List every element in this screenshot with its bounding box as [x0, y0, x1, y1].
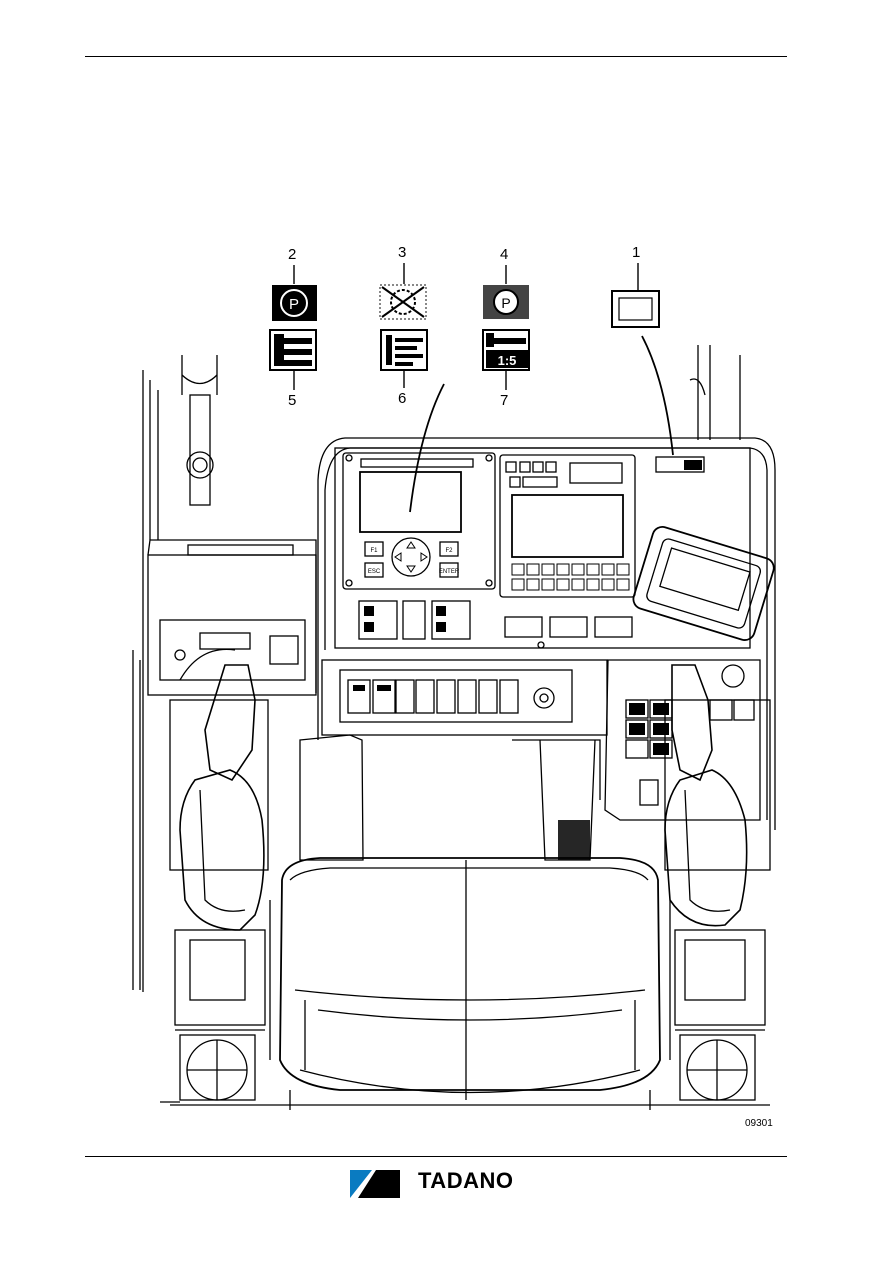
indicator-lamp-icon	[612, 291, 659, 327]
crossed-brake-icon	[380, 285, 426, 319]
svg-text:1:5: 1:5	[498, 353, 517, 368]
ratio-icon: 1:5	[483, 330, 529, 370]
parking-brake-icon: P	[272, 285, 317, 321]
svg-text:F1: F1	[370, 548, 378, 554]
outrigger-icon	[270, 330, 316, 370]
parking-warning-icon: P	[483, 285, 529, 319]
svg-text:P: P	[501, 295, 510, 311]
svg-text:P: P	[289, 296, 299, 313]
svg-text:ESC: ESC	[368, 569, 381, 575]
brand-name: TADANO	[418, 1168, 513, 1194]
figure-id: 09301	[745, 1118, 773, 1129]
svg-text:F2: F2	[445, 548, 453, 554]
boom-status-icon	[381, 330, 427, 370]
footer-rule	[85, 1156, 787, 1157]
svg-text:ENTER: ENTER	[439, 569, 460, 575]
